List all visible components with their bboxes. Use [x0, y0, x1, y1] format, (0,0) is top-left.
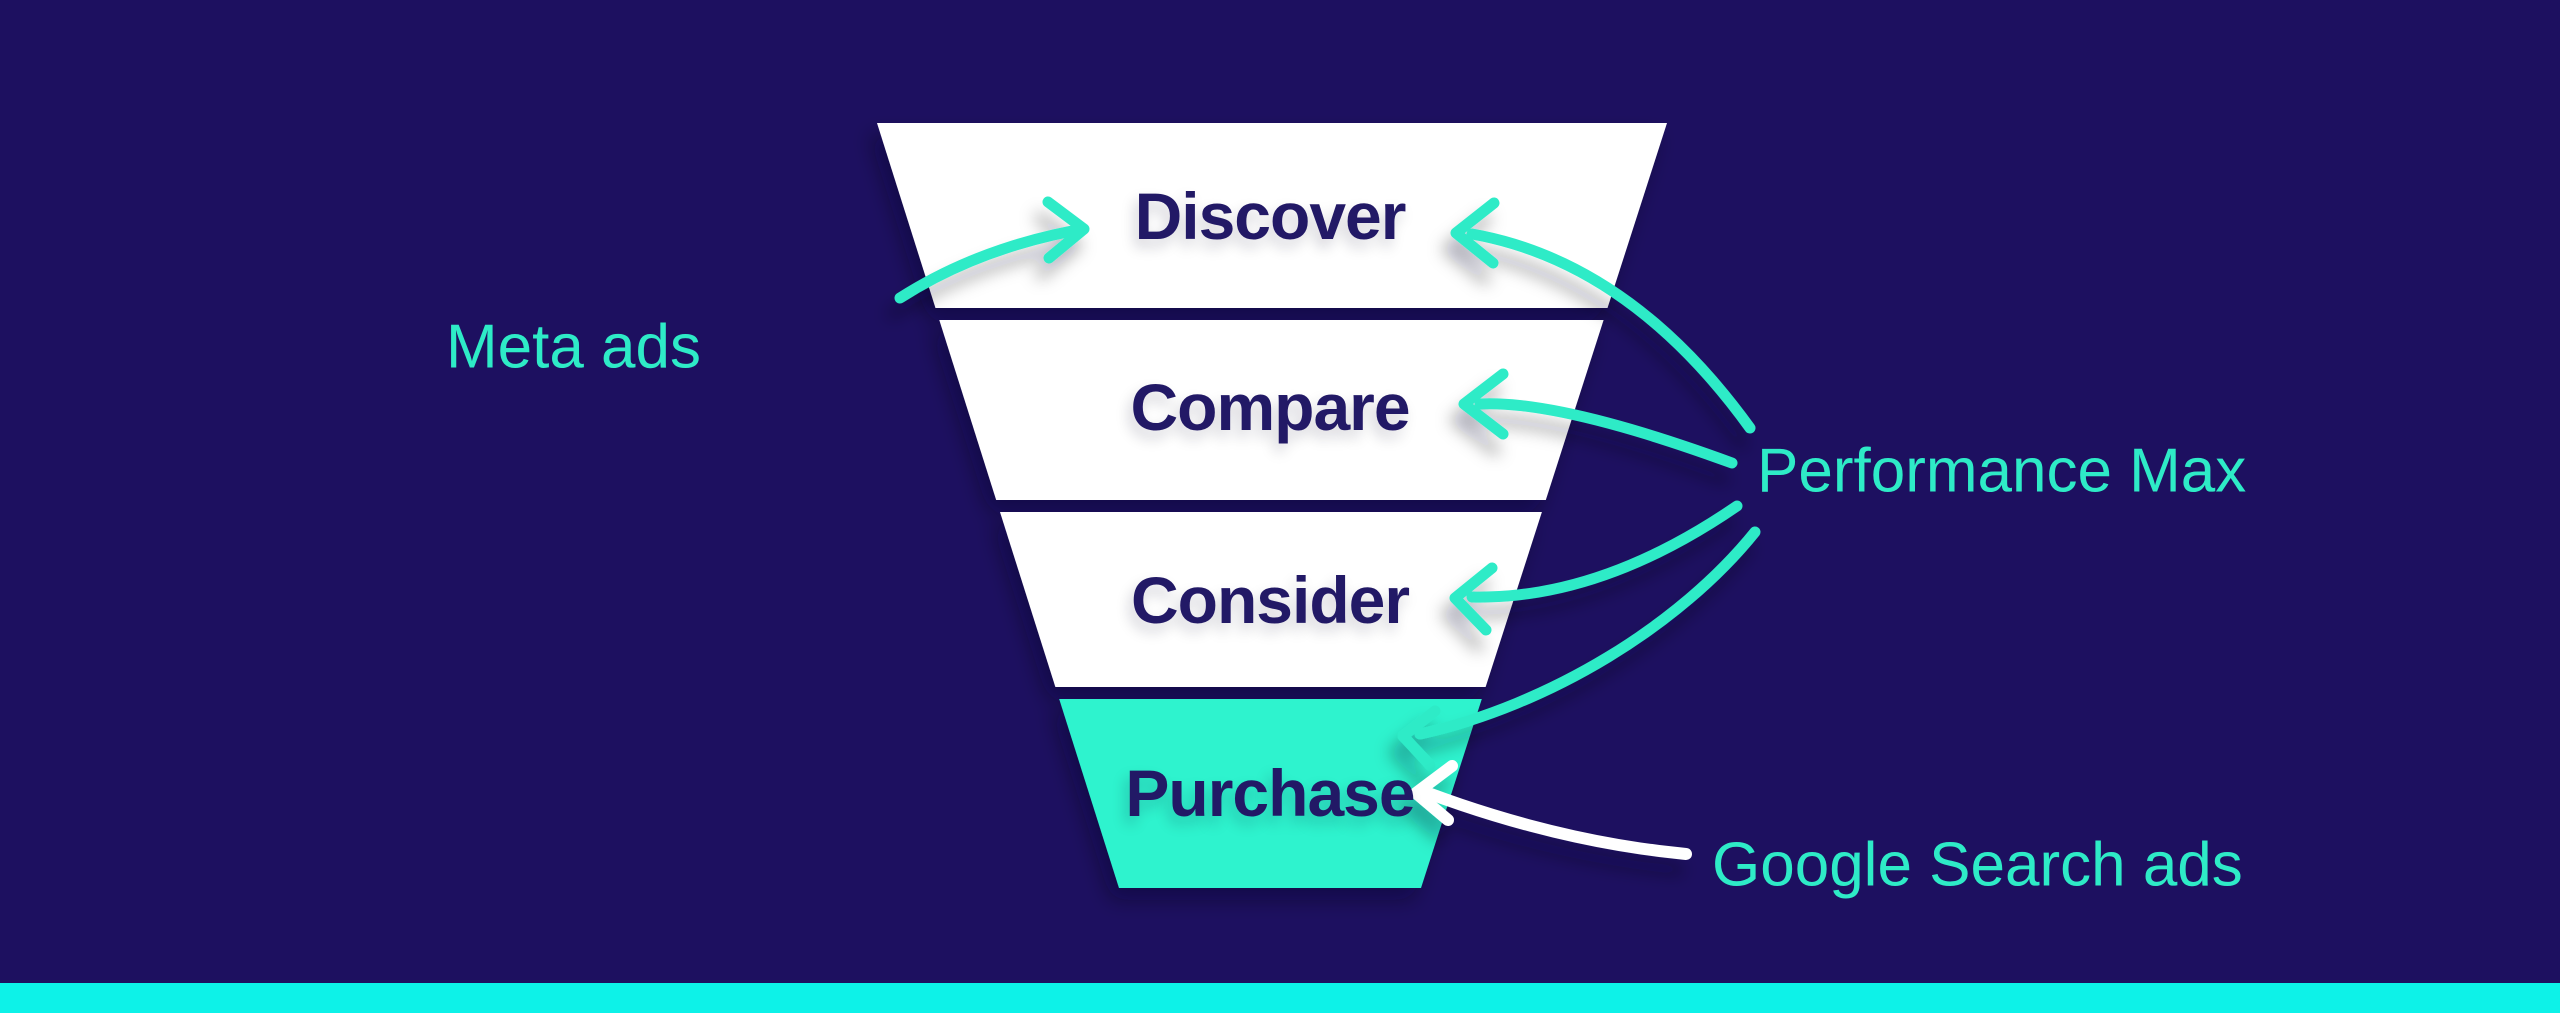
google-search-ads-arrow: [1410, 760, 1692, 860]
pmax-arrow-purchase-curve: [1414, 526, 1761, 740]
pmax-arrow-compare-head: [1458, 368, 1509, 440]
bottom-accent-bar: [0, 983, 2560, 1013]
performance-max-label: Performance Max: [1757, 436, 2247, 506]
pmax-arrow-purchase-head: [1397, 705, 1441, 771]
google-search-ads-arrowhead: [1410, 760, 1458, 826]
performance-max-arrows: [1397, 197, 1761, 771]
funnel-stage-label-discover: Discover: [1134, 179, 1407, 253]
funnel-tier-consider: [1000, 512, 1542, 687]
google-search-ads-label: Google Search ads: [1712, 830, 2243, 900]
funnel-stage-label-purchase: Purchase: [1125, 756, 1415, 830]
pmax-arrow-compare-curve: [1474, 398, 1738, 469]
funnel-tier-compare: [939, 320, 1604, 500]
meta-ads-arrow-curve: [894, 225, 1078, 304]
pmax-arrow-discover-curve: [1466, 228, 1756, 434]
google-search-ads-arrow-curve: [1422, 787, 1692, 860]
meta-ads-label: Meta ads: [446, 312, 702, 382]
funnel-tier-purchase: [1059, 699, 1482, 888]
pmax-arrow-discover-head: [1450, 197, 1500, 269]
funnel-stage-label-compare: Compare: [1130, 370, 1410, 444]
meta-ads-arrow: [894, 196, 1090, 304]
meta-ads-arrowhead: [1042, 196, 1090, 264]
pmax-arrow-consider-head: [1449, 562, 1498, 636]
funnel-tier-discover: [877, 123, 1667, 308]
funnel-stage-label-consider: Consider: [1130, 563, 1410, 637]
funnel: [877, 123, 1667, 888]
pmax-arrow-consider-curve: [1466, 500, 1743, 603]
